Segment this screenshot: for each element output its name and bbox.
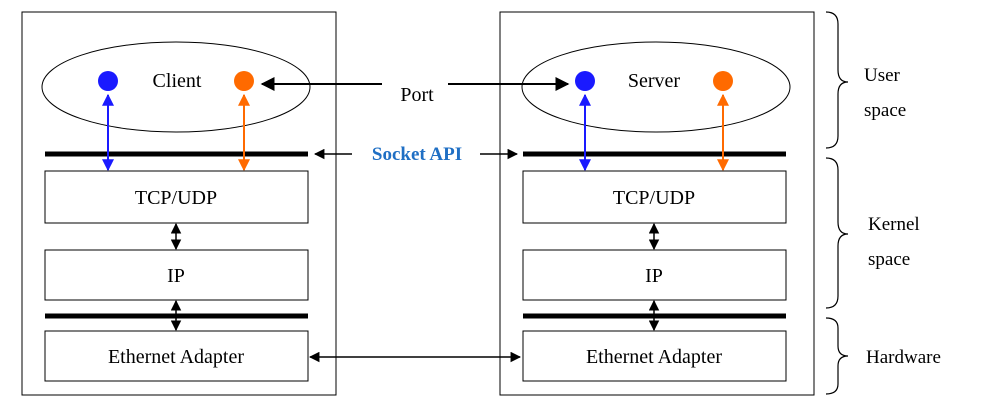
client-app-ellipse (41, 41, 311, 133)
space-braces (825, 11, 849, 395)
server-ip-box (522, 249, 787, 301)
client-host: Client TCP/UDP IP Ethernet Adapter (21, 11, 337, 396)
kernel-space-brace (825, 157, 849, 309)
user-space-label-line2: space (864, 100, 906, 121)
socket-api-label: Socket API (372, 144, 462, 165)
server-adapter-label: Ethernet Adapter (586, 346, 722, 368)
kernel-space-label-line2: space (868, 249, 910, 270)
client-ip-box (44, 249, 309, 301)
user-space-brace (825, 11, 849, 149)
space-labels: User space Kernel space Hardware (864, 65, 941, 368)
client-adapter-box (44, 330, 309, 382)
server-tcpudp-label: TCP/UDP (613, 187, 695, 209)
client-port-orange (234, 71, 254, 91)
port-label: Port (400, 84, 434, 106)
client-app-label: Client (153, 70, 202, 92)
client-port-blue (98, 71, 118, 91)
user-space-label-line1: User (864, 65, 901, 86)
client-adapter-label: Ethernet Adapter (108, 346, 244, 368)
kernel-space-label-line1: Kernel (868, 214, 920, 235)
hardware-label: Hardware (866, 347, 941, 368)
server-host: Server TCP/UDP IP Ethernet Adapter (499, 11, 815, 396)
server-app-ellipse (521, 41, 791, 133)
server-adapter-box (522, 330, 787, 382)
server-tcpudp-box (522, 170, 787, 224)
server-app-label: Server (628, 70, 681, 92)
center-annotations: Port Socket API (260, 77, 570, 363)
client-host-frame (21, 11, 337, 396)
server-port-blue (575, 71, 595, 91)
client-tcpudp-label: TCP/UDP (135, 187, 217, 209)
server-ip-label: IP (645, 265, 663, 287)
client-ip-label: IP (167, 265, 185, 287)
server-host-frame (499, 11, 815, 396)
hardware-brace (825, 317, 849, 395)
server-port-orange (713, 71, 733, 91)
client-tcpudp-box (44, 170, 309, 224)
